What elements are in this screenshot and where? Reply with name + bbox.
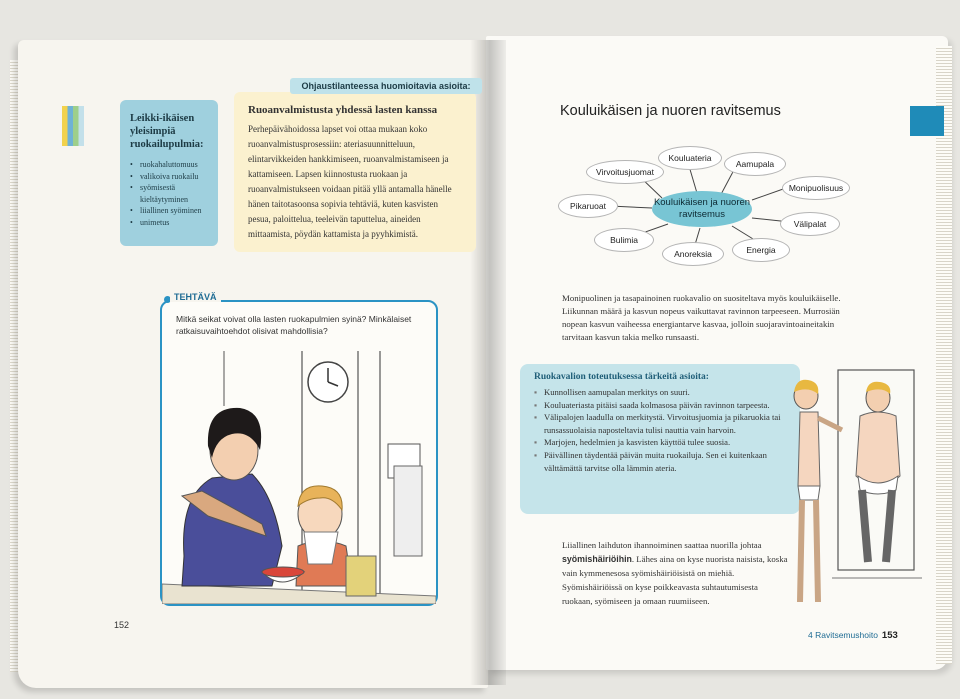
mindmap-center: Kouluikäisen ja nuoren ravitsemus — [652, 191, 752, 227]
tips-box: Ruokavalion toteutuksessa tärkeitä asioi… — [520, 364, 800, 514]
list-item: liiallinen syöminen — [130, 205, 208, 217]
sidebar-title: Leikki-ikäisen yleisimpiä ruokailupulmia… — [130, 113, 204, 150]
list-item: Marjojen, hedelmien ja kasvisten käyttöä… — [534, 436, 786, 449]
list-item: syömisestä kieltäytyminen — [130, 182, 208, 205]
mindmap-node: Välipalat — [780, 212, 840, 236]
paragraph-text: . Lähes aina on kyse nuorista naisista, … — [562, 554, 788, 606]
sidebar-box: Leikki-ikäisen yleisimpiä ruokailupulmia… — [120, 100, 218, 246]
page-title: Kouluikäisen ja nuoren ravitsemus — [560, 103, 781, 119]
guide-box: Ruoanvalmistusta yhdessä lasten kanssa P… — [234, 92, 476, 252]
guide-box-text: Perhepäivähoidossa lapset voi ottaa muka… — [248, 124, 452, 239]
list-item: unimetus — [130, 217, 208, 229]
mindmap-node: Bulimia — [594, 228, 654, 252]
mindmap-node: Virvoitusjuomat — [586, 160, 664, 184]
list-item: Välipalojen laadulla on merkitystä. Virv… — [534, 411, 786, 436]
mindmap-node: Kouluateria — [658, 146, 722, 170]
guide-label: Ohjaustilanteessa huomioitavia asioita: — [290, 78, 482, 94]
mindmap-node: Aamupala — [724, 152, 786, 176]
task-label: TEHTÄVÄ — [170, 292, 221, 302]
mindmap-node: Pikaruoat — [558, 194, 618, 218]
task-text: Mitkä seikat voivat olla lasten ruokapul… — [176, 314, 412, 336]
tips-list: Kunnollisen aamupalan merkitys on suuri.… — [534, 386, 786, 474]
mirror-illustration — [793, 369, 922, 603]
chapter-tab — [910, 106, 944, 136]
list-item: valikoiva ruokailu — [130, 171, 208, 183]
page-number-left: 152 — [114, 620, 130, 630]
feeding-illustration — [162, 351, 436, 604]
list-item: Päivällinen täydentää päivän muita ruoka… — [534, 449, 786, 474]
list-item: Kouluateriasta pitäisi saada kolmasosa p… — [534, 399, 786, 412]
color-tabs — [62, 106, 84, 146]
paragraph-bold-term: syömishäiriöihin — [562, 554, 632, 564]
guide-box-title: Ruoanvalmistusta yhdessä lasten kanssa — [248, 104, 438, 116]
mindmap-node: Monipuolisuus — [782, 176, 850, 200]
page-number-right: 153 — [881, 630, 898, 641]
paragraph-intro: Monipuolinen ja tasapainoinen ruokavalio… — [562, 293, 841, 342]
mindmap-node: Anoreksia — [662, 242, 724, 266]
page-edges-right — [936, 46, 952, 664]
mindmap-node: Energia — [732, 238, 790, 262]
list-item: Kunnollisen aamupalan merkitys on suuri. — [534, 386, 786, 399]
paragraph-text: Liiallinen laihduton ihannoiminen saatta… — [562, 540, 762, 550]
paragraph-eating-disorders: Liiallinen laihduton ihannoiminen saatta… — [562, 538, 788, 608]
sidebar-list: ruokahaluttomuus valikoiva ruokailu syöm… — [130, 159, 208, 228]
list-item: ruokahaluttomuus — [130, 159, 208, 171]
tips-box-title: Ruokavalion toteutuksessa tärkeitä asioi… — [534, 372, 709, 382]
chapter-label: 4 Ravitsemushoito — [808, 630, 878, 640]
book-gutter — [470, 40, 506, 685]
task-dot-icon — [164, 296, 171, 303]
